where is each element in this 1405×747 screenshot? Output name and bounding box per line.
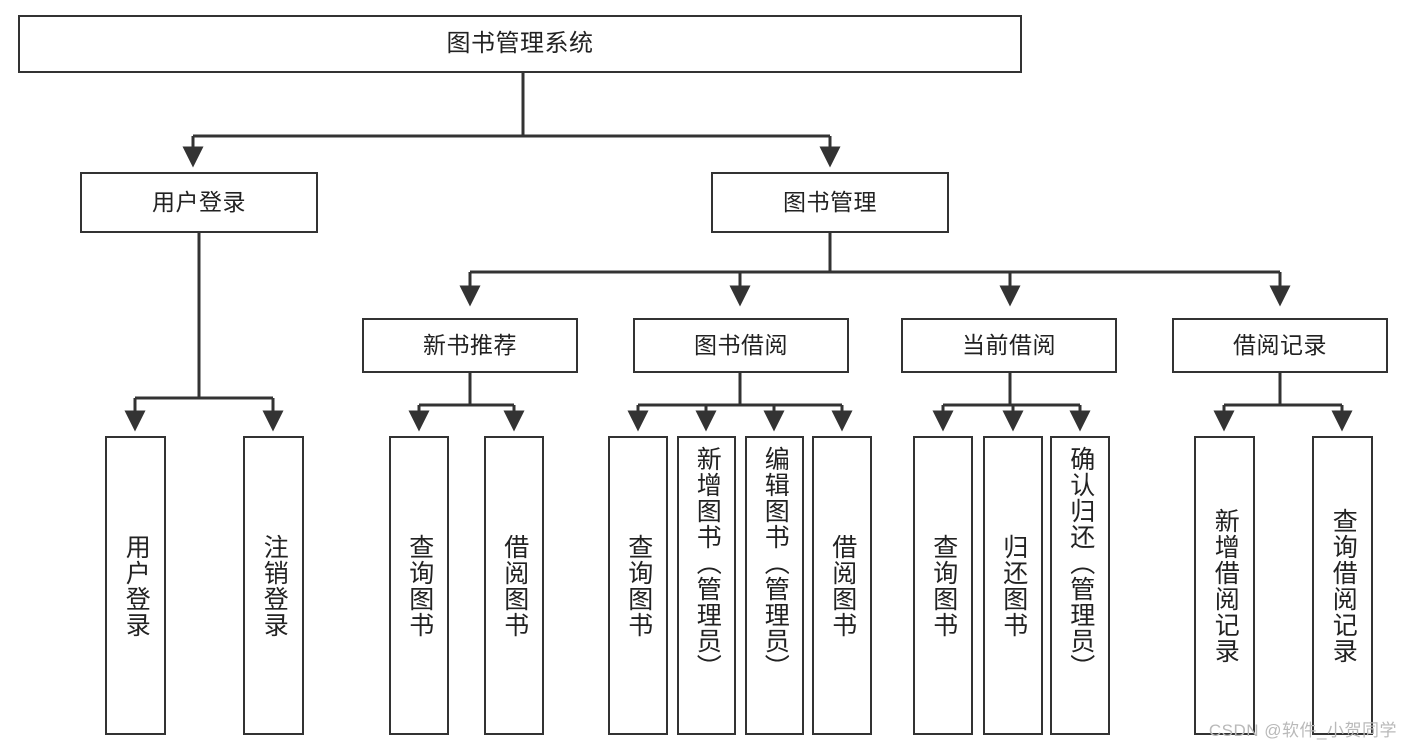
- node-leaf-query-record[interactable]: 查询借阅记录: [1312, 436, 1373, 735]
- node-label: 查询借阅记录: [1329, 507, 1358, 664]
- node-label: 借阅记录: [1233, 332, 1327, 359]
- node-book-management[interactable]: 图书管理: [711, 172, 949, 233]
- node-label: 归还图书: [999, 533, 1028, 638]
- node-label: 当前借阅: [962, 332, 1056, 359]
- node-label: 新增借阅记录: [1211, 507, 1240, 664]
- node-label: 查询图书: [929, 533, 958, 638]
- node-leaf-query-book-1[interactable]: 查询图书: [389, 436, 449, 735]
- node-leaf-query-book-3[interactable]: 查询图书: [913, 436, 973, 735]
- node-label: 图书借阅: [694, 332, 788, 359]
- node-label: 用户登录: [152, 189, 246, 216]
- node-leaf-add-book[interactable]: 新增图书（管理员）: [677, 436, 736, 735]
- node-leaf-query-book-2[interactable]: 查询图书: [608, 436, 668, 735]
- node-leaf-edit-book[interactable]: 编辑图书（管理员）: [745, 436, 804, 735]
- node-label: 注销登录: [260, 533, 289, 638]
- node-leaf-add-record[interactable]: 新增借阅记录: [1194, 436, 1255, 735]
- node-book-borrow[interactable]: 图书借阅: [633, 318, 849, 373]
- node-label: 图书管理: [783, 189, 877, 216]
- node-new-book-recommend[interactable]: 新书推荐: [362, 318, 578, 373]
- node-label: 新书推荐: [423, 332, 517, 359]
- node-leaf-return-book[interactable]: 归还图书: [983, 436, 1043, 735]
- watermark: CSDN @软件_小贺同学: [1208, 721, 1397, 740]
- node-label: 用户登录: [122, 533, 151, 638]
- node-borrow-record[interactable]: 借阅记录: [1172, 318, 1388, 373]
- node-label: 编辑图书（管理员）: [761, 446, 790, 680]
- node-current-borrow[interactable]: 当前借阅: [901, 318, 1117, 373]
- node-label: 新增图书（管理员）: [693, 446, 722, 680]
- node-label: 借阅图书: [500, 533, 529, 638]
- node-leaf-borrow-book-2[interactable]: 借阅图书: [812, 436, 872, 735]
- node-leaf-user-login[interactable]: 用户登录: [105, 436, 166, 735]
- node-root-system[interactable]: 图书管理系统: [18, 15, 1022, 73]
- node-label: 图书管理系统: [446, 30, 594, 58]
- node-label: 借阅图书: [828, 533, 857, 638]
- node-leaf-confirm-return[interactable]: 确认归还（管理员）: [1050, 436, 1110, 735]
- node-label: 查询图书: [405, 533, 434, 638]
- node-label: 确认归还（管理员）: [1066, 446, 1095, 680]
- node-leaf-logout-login[interactable]: 注销登录: [243, 436, 304, 735]
- node-label: 查询图书: [624, 533, 653, 638]
- node-user-login[interactable]: 用户登录: [80, 172, 318, 233]
- node-leaf-borrow-book-1[interactable]: 借阅图书: [484, 436, 544, 735]
